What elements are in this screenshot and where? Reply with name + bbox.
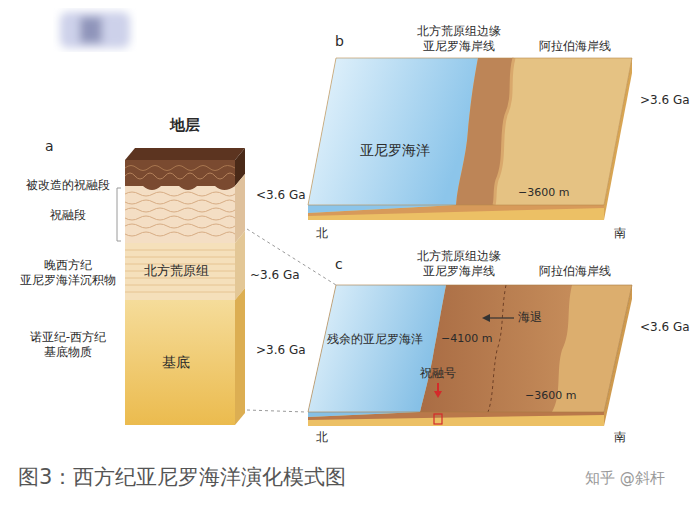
annotation: <3.6 Ga	[256, 188, 306, 203]
annotation: 北方荒原组边缘 亚尼罗海岸线	[411, 249, 506, 279]
annotation: 知乎 @斜杆	[585, 469, 665, 488]
annotation: ~3.6 Ga	[250, 268, 300, 283]
annotation: −3600 m	[525, 389, 576, 403]
figure-caption: 图3：西方纪亚尼罗海洋演化模式图	[18, 464, 346, 490]
annotation: 北	[316, 430, 328, 445]
strata-column: 地层北方荒原组基底	[121, 116, 249, 425]
strata-column	[117, 148, 245, 425]
node-text: 北方荒原组	[144, 263, 209, 279]
panel-letter: b	[335, 33, 344, 51]
annotation: 南	[614, 226, 626, 241]
annotation: 北方荒原组边缘 亚尼罗海岸线	[411, 24, 506, 54]
blurred-logo	[60, 12, 130, 48]
node-text: 亚尼罗海洋	[360, 142, 430, 160]
ocean-region: 亚尼罗海洋	[343, 139, 447, 163]
strata-layer: 北方荒原组	[121, 243, 231, 300]
annotation: >3.6 Ga	[256, 343, 306, 358]
annotation: 北	[316, 226, 328, 241]
block-b	[308, 58, 632, 220]
annotation: 祝融段	[50, 208, 86, 223]
annotation: 阿拉伯海岸线	[539, 39, 611, 54]
node-text: 基底	[162, 354, 190, 372]
annotation: 祝融号	[420, 366, 456, 381]
panel-letter: c	[335, 256, 343, 274]
panel-letter: a	[45, 138, 54, 156]
node-text: 残余的亚尼罗海洋	[327, 332, 423, 347]
annotation: −3600 m	[518, 186, 569, 200]
annotation: 诺亚纪-西方纪 基底物质	[18, 330, 118, 360]
strata-layer: 基底	[121, 300, 231, 425]
annotation: 被改造的祝融段	[26, 178, 110, 193]
block-c	[308, 285, 632, 426]
annotation: −4100 m	[441, 332, 492, 346]
ocean-region: 残余的亚尼罗海洋	[318, 328, 432, 350]
annotation: 海退	[518, 310, 542, 325]
annotation: <3.6 Ga	[640, 320, 690, 335]
annotation: >3.6 Ga	[640, 93, 690, 108]
column-heading: 地层	[121, 116, 249, 135]
annotation: 南	[614, 430, 626, 445]
annotation: 阿拉伯海岸线	[539, 264, 611, 279]
annotation: 晚西方纪 亚尼罗海洋沉积物	[18, 258, 118, 288]
